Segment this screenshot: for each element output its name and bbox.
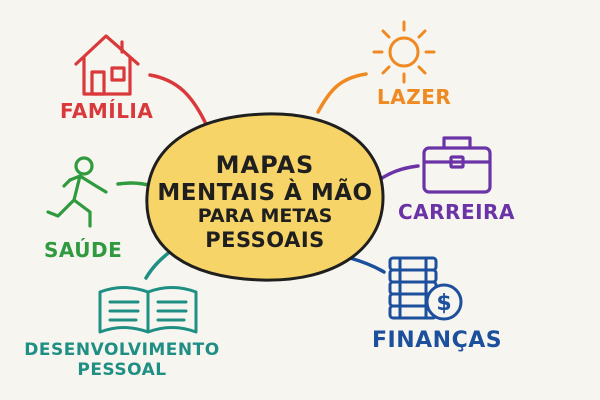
label-carreira: CARREIRA — [398, 200, 515, 224]
center-title-line3: PARA METAS — [197, 205, 333, 228]
center-title-line4: PESSOAIS — [205, 227, 325, 252]
branch-line-financas — [348, 256, 386, 274]
briefcase-icon — [422, 136, 492, 194]
money-stack-icon — [388, 256, 463, 321]
label-financas: FINANÇAS — [372, 328, 503, 353]
label-saude: SAÚDE — [44, 238, 123, 262]
sun-icon — [372, 20, 436, 84]
center-title-line1: MAPAS — [215, 150, 315, 179]
branch-line-familia — [148, 73, 207, 124]
house-icon — [74, 34, 140, 96]
center-title-line2: MENTAIS À MÃO — [157, 179, 373, 206]
label-desenvolvimento: DESENVOLVIMENTO PESSOAL — [22, 340, 222, 381]
runner-icon — [46, 156, 108, 228]
label-familia: FAMÍLIA — [60, 99, 154, 123]
dollar-sign-glyph: $ — [436, 291, 451, 316]
label-lazer: LAZER — [377, 85, 452, 109]
open-book-icon — [98, 286, 198, 334]
branch-line-lazer — [316, 72, 368, 114]
center-title: MAPAS MENTAIS À MÃO PARA METAS PESSOAIS — [150, 122, 380, 282]
label-desenvolvimento-line1: DESENVOLVIMENTO — [24, 340, 220, 360]
label-desenvolvimento-line2: PESSOAL — [77, 360, 167, 381]
center-blob — [145, 112, 385, 282]
